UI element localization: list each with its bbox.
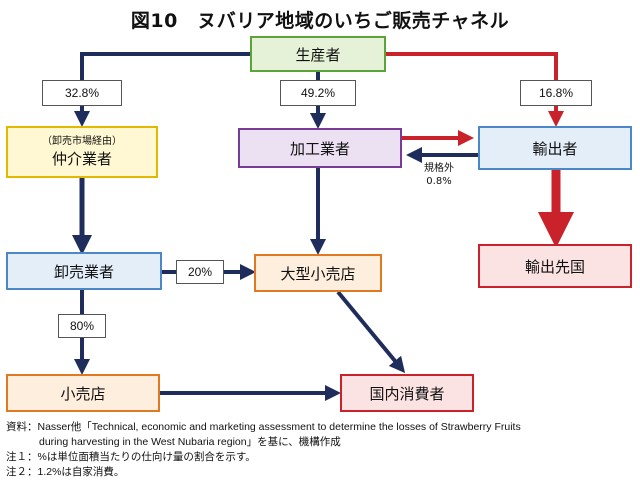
node-supermarket-label: 大型小売店 [280, 264, 356, 283]
node-wholesaler-label: 卸売業者 [53, 262, 114, 281]
node-producer: 生産者 [250, 36, 386, 72]
node-retailer: 小売店 [6, 374, 160, 412]
figure-notes: 資料：Nasser他「Technical, economic and marke… [6, 420, 636, 480]
share-to-processor: 49.2% [280, 80, 356, 106]
node-processor: 加工業者 [238, 128, 402, 168]
nonstandard-share: 規格外 0.8% [412, 162, 466, 188]
node-producer-label: 生産者 [295, 45, 341, 64]
nonstandard-share-label: 規格外 [424, 163, 454, 174]
share-to-exporter: 16.8% [520, 80, 592, 106]
nonstandard-share-value: 0.8% [426, 176, 452, 187]
node-consumer: 国内消費者 [340, 374, 474, 412]
node-broker-label: 仲介業者 [51, 149, 112, 168]
node-broker-sublabel: （卸売市場経由） [42, 135, 122, 147]
node-export-destination-label: 輸出先国 [524, 257, 585, 276]
share-to-broker: 32.8% [42, 80, 122, 106]
figure-title: 図10 ヌバリア地域のいちご販売チャネル [130, 10, 510, 32]
node-wholesaler: 卸売業者 [6, 252, 162, 290]
node-exporter-label: 輸出者 [532, 139, 578, 158]
arrow-supermarket-to-consumer [336, 290, 406, 374]
source-line-1: 資料：Nasser他「Technical, economic and marke… [6, 421, 521, 433]
node-retailer-label: 小売店 [60, 384, 106, 403]
note-1: 注１：%は単位面積当たりの仕向け量の割合を示す。 [6, 451, 256, 463]
note-2: 注２：1.2%は自家消費。 [6, 466, 125, 478]
node-supermarket: 大型小売店 [254, 254, 382, 292]
node-consumer-label: 国内消費者 [369, 384, 445, 403]
share-wholesale-to-retailer: 80% [58, 314, 106, 338]
share-wholesale-to-supermarket: 20% [176, 260, 224, 284]
node-exporter: 輸出者 [478, 126, 632, 170]
node-broker: （卸売市場経由） 仲介業者 [6, 126, 158, 178]
node-processor-label: 加工業者 [289, 139, 350, 158]
source-line-2: during harvesting in the West Nubaria re… [39, 436, 341, 448]
node-export-destination: 輸出先国 [478, 244, 632, 288]
